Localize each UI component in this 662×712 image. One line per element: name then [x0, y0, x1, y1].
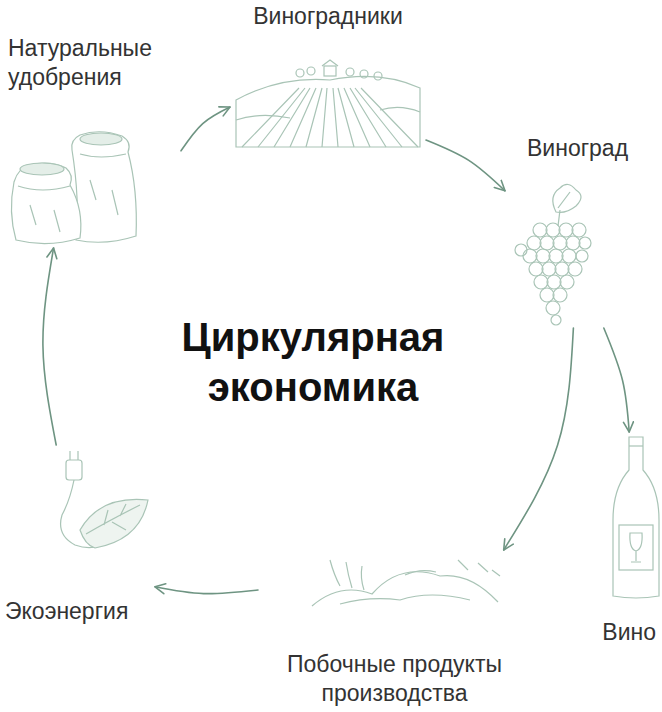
- grapes-illustration: [572, 223, 586, 237]
- grapes-illustration: [566, 236, 580, 250]
- by-products-illustration: [330, 560, 364, 590]
- by-products-illustration: [340, 595, 470, 604]
- vineyard-illustration: [236, 107, 420, 120]
- grapes-illustration: [555, 262, 569, 276]
- wine-bottle-illustration: [630, 533, 642, 562]
- grapes-illustration: [568, 262, 582, 276]
- by-products-illustration: [312, 572, 498, 606]
- vineyard-illustration: [236, 60, 420, 147]
- vineyard-illustration: [242, 88, 418, 147]
- stage-grapes: Виноград: [505, 132, 657, 328]
- grapes-illustration: [579, 237, 591, 249]
- cycle-arrow: [604, 328, 629, 432]
- wine-bottle-illustration: [613, 437, 659, 598]
- grapes-illustration: [558, 192, 570, 208]
- stage-eco-energy: Экоэнергия: [3, 445, 155, 627]
- grapes-illustration: [534, 275, 548, 289]
- fertilizer-sacks-illustration: [20, 163, 64, 175]
- fertilizer-sacks-illustration: [80, 154, 126, 215]
- grapes-illustration: [559, 223, 573, 237]
- grapes-illustration: [546, 223, 560, 237]
- grapes-illustration: [553, 288, 567, 302]
- cycle-arrow: [426, 140, 505, 191]
- grapes-illustration: [529, 262, 543, 276]
- stage-label: Побочные продукты производства: [258, 650, 531, 708]
- vineyard-illustration: [346, 68, 354, 76]
- grapes-illustration: [542, 262, 556, 276]
- stage-vineyards: Виноградники: [230, 2, 426, 152]
- fertilizer-sacks-illustration: [11, 132, 136, 244]
- stage-fertilizer: Натуральные удобрения: [4, 32, 181, 248]
- vineyard-illustration: [322, 60, 338, 66]
- grapes-illustration: [560, 275, 574, 289]
- grapes-illustration: [553, 236, 567, 250]
- grapes-illustration: [549, 249, 563, 263]
- by-products-illustration: [312, 560, 500, 606]
- grapes-illustration: [515, 244, 527, 256]
- fertilizer-sacks-illustration: [11, 163, 80, 243]
- eco-energy-illustration: [70, 451, 78, 460]
- by-products-illustration: [458, 560, 500, 576]
- cycle-arrow: [181, 107, 230, 151]
- grapes-illustration: [533, 223, 547, 237]
- stage-label: Виноградники: [230, 2, 426, 31]
- grapes-illustration: [551, 315, 561, 325]
- vineyard-illustration: [324, 66, 336, 76]
- grapes-illustration: [553, 184, 581, 212]
- fertilizer-sacks-illustration: [18, 186, 70, 232]
- fertilizer-sacks-illustration: [80, 133, 122, 145]
- grapes-illustration: [576, 250, 588, 262]
- grapes-illustration: [536, 249, 550, 263]
- cycle-arrow: [504, 328, 574, 550]
- eco-energy-illustration: [86, 504, 140, 534]
- eco-energy-illustration: [66, 460, 82, 480]
- grapes-illustration: [547, 275, 561, 289]
- grapes-illustration: [562, 249, 576, 263]
- vineyard-illustration: [360, 70, 368, 78]
- grapes-illustration: [515, 184, 591, 325]
- stage-by-products: Побочные продукты производства: [258, 550, 531, 710]
- wine-bottle-illustration: [613, 437, 659, 598]
- eco-energy-illustration: [61, 451, 148, 548]
- grapes-illustration: [558, 210, 560, 226]
- grapes-illustration: [527, 236, 541, 250]
- wine-bottle-illustration: [619, 525, 653, 570]
- stage-label: Экоэнергия: [5, 597, 128, 626]
- by-products-illustration: [405, 571, 436, 575]
- wine-bottle-illustration: [629, 445, 643, 446]
- grapes-illustration: [540, 288, 554, 302]
- eco-energy-illustration: [80, 499, 148, 548]
- grapes-illustration: [523, 249, 537, 263]
- cycle-arrow: [155, 587, 258, 594]
- cycle-arrow: [43, 248, 56, 445]
- grapes-illustration: [546, 301, 560, 315]
- vineyard-illustration: [307, 67, 315, 75]
- vineyard-illustration: [296, 69, 304, 77]
- stage-wine: Вино: [594, 432, 658, 648]
- stage-label: Вино: [602, 618, 656, 647]
- stage-label: Виноград: [527, 134, 628, 163]
- stage-label: Натуральные удобрения: [8, 34, 181, 92]
- vineyard-illustration: [236, 76, 420, 147]
- diagram-title: Циркулярная экономика: [113, 312, 513, 412]
- vineyard-illustration: [374, 72, 382, 80]
- grapes-illustration: [540, 236, 554, 250]
